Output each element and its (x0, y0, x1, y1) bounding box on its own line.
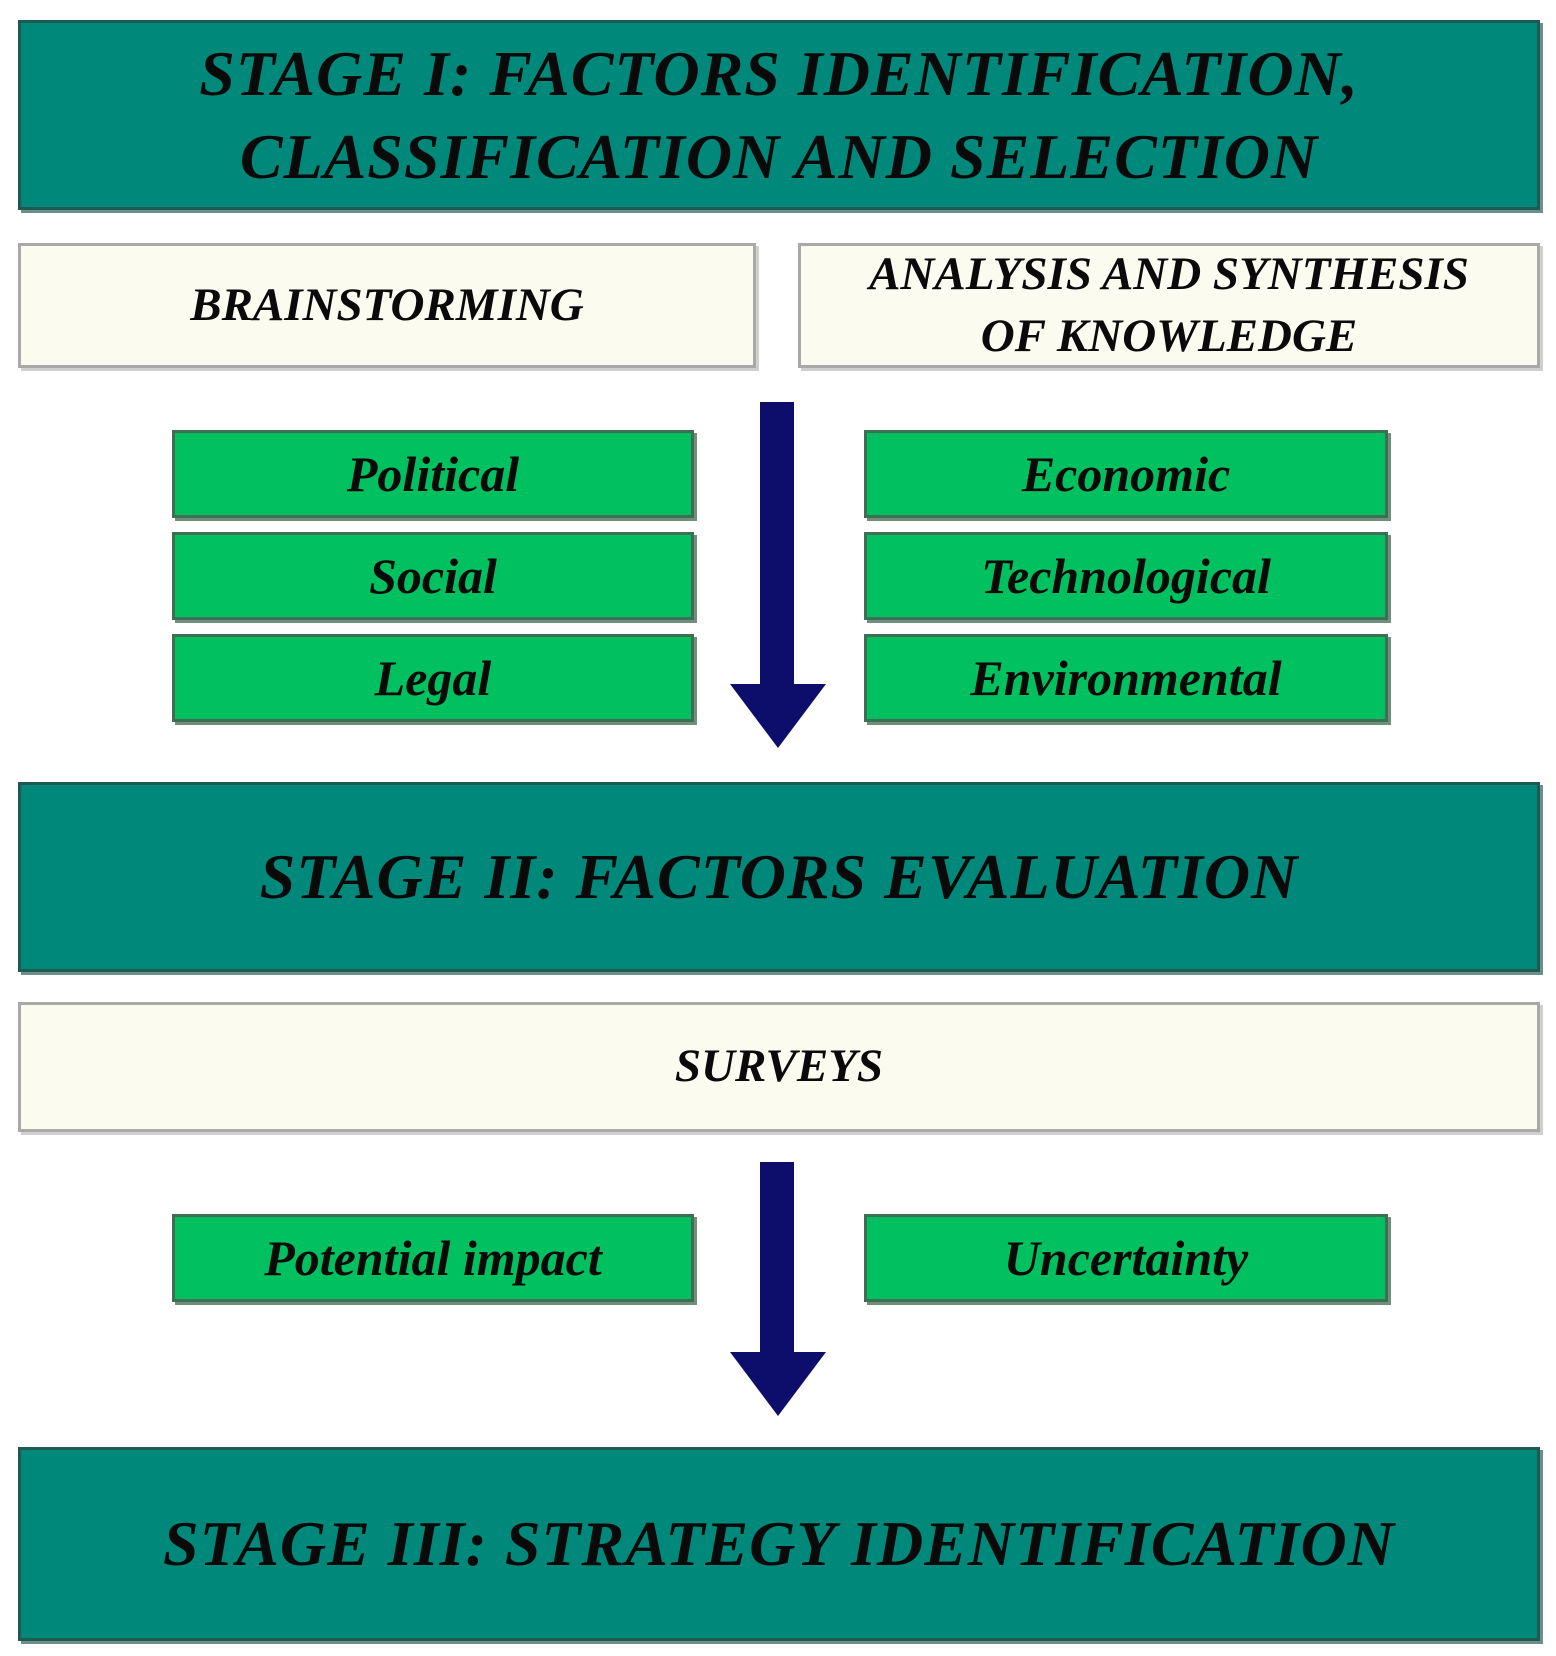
criterion-potential-impact-label: Potential impact (264, 1230, 602, 1286)
analysis-synthesis-box: ANALYSIS AND SYNTHESIS OF KNOWLEDGE (798, 243, 1540, 368)
factor-technological: Technological (864, 532, 1388, 620)
criterion-uncertainty: Uncertainty (864, 1214, 1388, 1302)
brainstorming-box: BRAINSTORMING (18, 243, 756, 368)
surveys-label: SURVEYS (674, 1040, 884, 1093)
factor-environmental-label: Environmental (970, 650, 1282, 706)
stage-3-title: STAGE III: STRATEGY IDENTIFICATION (163, 1508, 1395, 1580)
factor-social-label: Social (369, 548, 497, 604)
factor-environmental: Environmental (864, 634, 1388, 722)
factor-legal-label: Legal (374, 650, 492, 706)
analysis-synthesis-label-line-2: OF KNOWLEDGE (980, 309, 1358, 362)
criterion-uncertainty-label: Uncertainty (1003, 1230, 1249, 1286)
stage-1-title-line-1: STAGE I: FACTORS IDENTIFICATION, (199, 37, 1359, 109)
factor-social: Social (172, 532, 694, 620)
stage-1-box: STAGE I: FACTORS IDENTIFICATION, CLASSIF… (18, 20, 1540, 210)
stage-2-box: STAGE II: FACTORS EVALUATION (18, 782, 1540, 972)
brainstorming-label: BRAINSTORMING (190, 278, 584, 331)
factor-legal: Legal (172, 634, 694, 722)
stage-2-title: STAGE II: FACTORS EVALUATION (259, 841, 1299, 913)
factor-political-label: Political (346, 446, 520, 502)
factor-economic: Economic (864, 430, 1388, 518)
analysis-synthesis-label-line-1: ANALYSIS AND SYNTHESIS (869, 248, 1469, 301)
factor-technological-label: Technological (981, 548, 1271, 604)
stage-3-box: STAGE III: STRATEGY IDENTIFICATION (18, 1447, 1540, 1641)
factor-political: Political (172, 430, 694, 518)
stage-1-title-line-2: CLASSIFICATION AND SELECTION (239, 121, 1319, 192)
down-arrow-2 (730, 1162, 826, 1416)
criterion-potential-impact: Potential impact (172, 1214, 694, 1302)
down-arrow-1 (730, 402, 826, 748)
surveys-box: SURVEYS (18, 1002, 1540, 1132)
factor-economic-label: Economic (1021, 446, 1231, 502)
